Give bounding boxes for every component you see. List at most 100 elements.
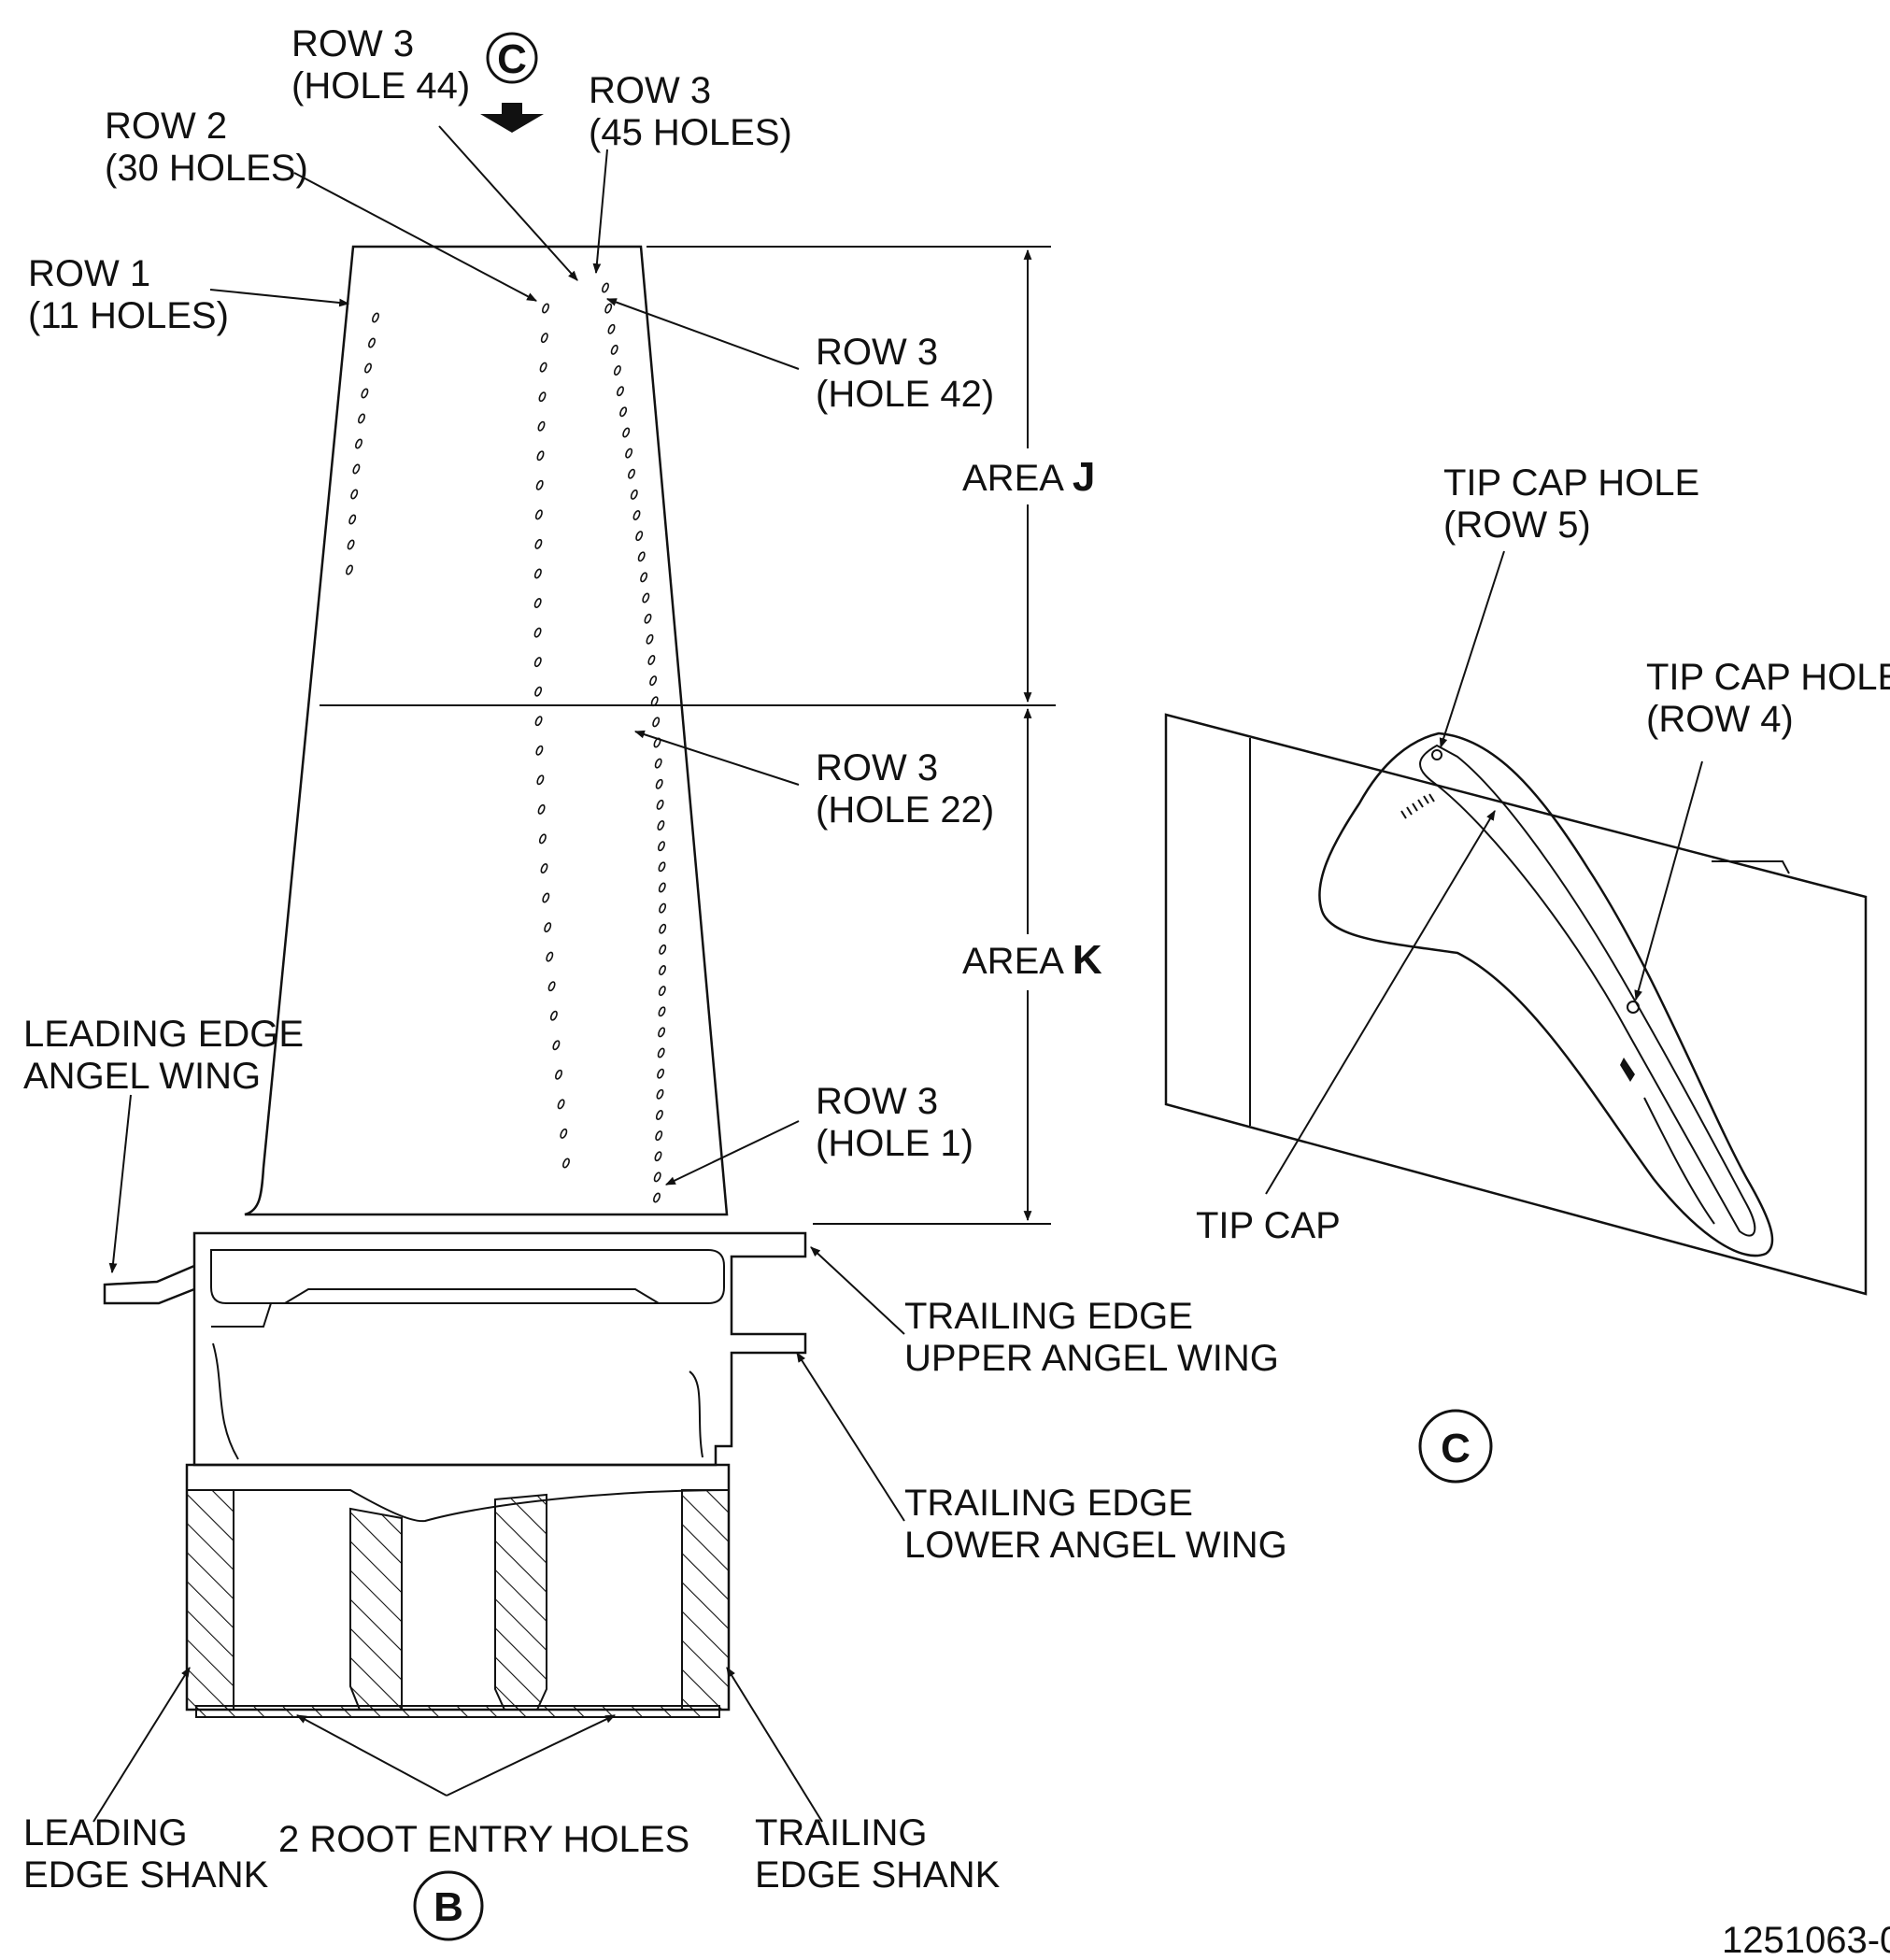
row3-hole <box>657 1068 665 1079</box>
row3-hole <box>657 1047 665 1058</box>
shank-top-curve <box>187 1489 730 1523</box>
shank-wall-3 <box>494 1493 547 1711</box>
row3-hole <box>656 1088 664 1100</box>
row3-hole <box>653 1192 661 1203</box>
row2-hole <box>533 598 542 608</box>
row2-hole <box>534 686 543 697</box>
label-tip-cap-hole-row5: TIP CAP HOLE (ROW 5) <box>1443 462 1710 546</box>
row3-hole <box>654 1151 662 1162</box>
row2-hole <box>535 479 544 490</box>
row3-hole <box>658 861 666 873</box>
row3-hole <box>602 282 609 293</box>
platform-cavity <box>211 1288 703 1460</box>
row2-hole <box>533 657 542 668</box>
label-tip-cap-hole-row4: TIP CAP HOLE (ROW 4) <box>1646 657 1890 740</box>
tip-cap-inner <box>1419 744 1756 1237</box>
label-area-j: AREA J <box>962 454 1095 500</box>
view-b-indicator: B <box>413 1870 484 1941</box>
tip-cap-hole-row5 <box>1431 749 1442 760</box>
view-c-detail: C <box>1164 713 1868 1484</box>
cooling-holes <box>346 282 667 1203</box>
row3-hole <box>658 841 665 852</box>
label-row3-45holes: ROW 3 (45 HOLES) <box>589 70 792 153</box>
row2-hole <box>542 303 549 314</box>
tip-cap-hole-row4 <box>1627 1001 1640 1014</box>
view-c-letter: C <box>1441 1426 1471 1471</box>
row3-hole <box>646 633 654 645</box>
row2-hole <box>549 1010 558 1021</box>
row2-hole <box>535 745 544 756</box>
row3-hole <box>655 1110 663 1120</box>
view-b-letter: B <box>433 1884 463 1930</box>
row2-hole <box>557 1099 565 1110</box>
row3-hole <box>659 944 667 955</box>
row3-hole <box>652 717 661 728</box>
airfoil-outline <box>244 245 729 1216</box>
row1-hole <box>347 539 355 550</box>
row3-hole <box>604 303 613 314</box>
view-c-panel <box>1164 713 1868 1296</box>
row3-hole <box>607 323 616 334</box>
row2-hole <box>540 333 548 344</box>
row3-hole <box>630 489 638 500</box>
row3-hole <box>657 820 665 831</box>
row2-hole <box>555 1069 562 1080</box>
row3-hole <box>655 778 663 789</box>
label-te-lower-angel-wing: TRAILING EDGE LOWER ANGEL WING <box>904 1483 1287 1566</box>
row2-hole <box>547 981 556 992</box>
dimension-lines <box>647 246 1051 1225</box>
row2-hole <box>560 1128 568 1139</box>
view-c-top-letter: C <box>497 36 527 82</box>
leader-lines <box>92 125 1703 1823</box>
row2-hole <box>562 1158 570 1169</box>
platform-outline <box>192 1231 807 1467</box>
row3-hole <box>658 1027 666 1038</box>
shank-wall-1 <box>186 1489 234 1711</box>
row3-hole <box>659 902 667 914</box>
tip-cap-hash-2 <box>1620 1058 1635 1082</box>
shank-wall-4 <box>681 1489 730 1711</box>
row3-hole <box>625 447 633 459</box>
row3-hole <box>613 365 621 376</box>
row3-hole <box>632 510 641 520</box>
row2-hole <box>534 538 543 549</box>
row3-hole <box>640 572 648 583</box>
row2-hole <box>534 509 543 520</box>
view-c-indicator: C <box>480 32 544 133</box>
row3-hole <box>658 986 666 997</box>
row3-hole <box>642 592 650 604</box>
row3-hole <box>658 1006 666 1017</box>
row3-hole <box>644 613 652 624</box>
figure-id: 1251063-02 <box>1722 1920 1890 1960</box>
label-tip-cap: TIP CAP <box>1196 1205 1341 1246</box>
row2-hole <box>537 803 546 815</box>
row3-hole <box>622 427 631 438</box>
label-row3-hole22: ROW 3 (HOLE 22) <box>816 747 994 831</box>
root-bottom-band <box>195 1705 720 1718</box>
label-te-shank: TRAILING EDGE SHANK <box>755 1812 1001 1896</box>
shank-outline <box>185 1463 731 1711</box>
row1-hole <box>346 564 353 575</box>
row1-hole <box>364 362 372 374</box>
row3-hole <box>653 1172 661 1183</box>
row2-hole <box>539 362 547 373</box>
row3-hole <box>658 882 666 893</box>
row3-hole <box>655 1130 663 1142</box>
row2-hole <box>542 892 550 903</box>
row2-hole <box>538 833 547 845</box>
row1-hole <box>368 337 376 348</box>
row2-hole <box>533 568 542 579</box>
row2-hole <box>544 922 552 933</box>
tip-cap-hash-1 <box>1400 793 1435 819</box>
label-root-entry-holes: 2 ROOT ENTRY HOLES <box>278 1819 689 1860</box>
row3-hole <box>647 655 656 665</box>
label-te-upper-angel-wing: TRAILING EDGE UPPER ANGEL WING <box>904 1296 1279 1379</box>
row2-hole <box>546 951 554 962</box>
row1-hole <box>348 514 357 525</box>
row2-hole <box>540 863 548 873</box>
row3-hole <box>650 696 659 707</box>
row3-hole <box>628 468 635 479</box>
row2-hole <box>536 450 545 462</box>
row3-hole <box>610 344 618 355</box>
row3-hole <box>654 758 662 769</box>
